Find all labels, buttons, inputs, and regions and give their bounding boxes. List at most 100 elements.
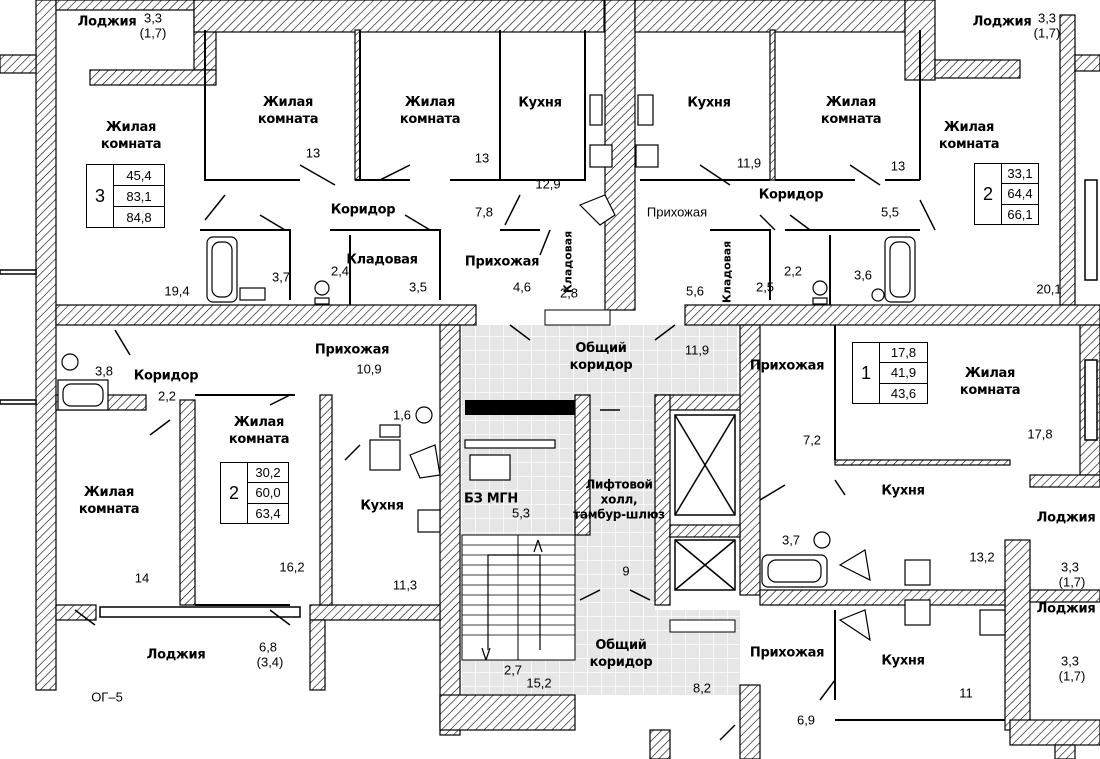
room-label: Кухня <box>881 653 925 669</box>
apartment-rooms-count: 1 <box>853 343 880 403</box>
room-area: 1,6 <box>392 407 412 423</box>
apartment-total-area: 60,0 <box>248 483 288 504</box>
room-area: 3,7 <box>271 269 291 285</box>
room-area: 3,5 <box>408 279 428 295</box>
room-label: Прихожая <box>749 358 825 374</box>
room-label: Коридор <box>330 202 396 218</box>
room-area: 11,3 <box>392 577 418 593</box>
apartment-rooms-count: 3 <box>87 165 114 227</box>
room-area: 11 <box>959 685 973 701</box>
room-area: 17,8 <box>1027 426 1053 442</box>
room-area: 19,4 <box>164 283 190 299</box>
apartment-total-area-with-loggia: 66,1 <box>1007 206 1033 222</box>
room-area: 2,2 <box>157 388 177 404</box>
apartment-total-area: 64,4 <box>1002 184 1038 205</box>
apartment-living-area: 30,2 <box>248 463 288 484</box>
apartment-summary-box: 3 45,4 83,1 84,8 <box>86 164 165 228</box>
room-label: Прихожая <box>749 645 825 661</box>
room-area: 3,8 <box>94 363 114 379</box>
room-area: 10,9 <box>356 361 382 377</box>
room-area: 3,3 <box>1060 559 1080 575</box>
apartment-rooms-count: 2 <box>221 463 248 523</box>
room-area: (1,7) <box>1058 574 1086 590</box>
room-area: (3,4) <box>256 654 284 670</box>
apartment-total-area: 83,1 <box>114 186 164 207</box>
room-label: Прихожая <box>646 204 708 220</box>
room-loggia-label: Лоджия <box>146 647 206 663</box>
room-area: 5,5 <box>880 204 900 220</box>
apartment-total-area: 41,9 <box>880 363 927 384</box>
room-label: Жилая комната <box>100 120 162 152</box>
room-label: Жилая комната <box>78 485 140 517</box>
plan-code-label: ОГ–5 <box>91 689 123 705</box>
room-label: Кладовая <box>720 240 734 304</box>
room-area: 7,8 <box>474 204 494 220</box>
room-label: Общий коридор <box>569 341 633 373</box>
room-label: Прихожая <box>464 254 540 270</box>
room-area: (1,7) <box>139 25 167 41</box>
fixtures <box>57 94 1006 642</box>
room-label: Кухня <box>881 483 925 499</box>
room-area: 13 <box>890 158 906 174</box>
apartment-summary-box: 2 33,1 64,4 66,1 <box>974 163 1039 225</box>
room-area: 15,2 <box>526 675 552 691</box>
apartment-rooms-count: 2 <box>975 164 1002 224</box>
room-area: 4,6 <box>512 279 532 295</box>
apartment-total-area-with-loggia: 43,6 <box>890 385 917 401</box>
room-area: 12,9 <box>535 176 561 192</box>
room-loggia-label: Лоджия <box>1036 601 1096 617</box>
room-area: 8,2 <box>692 680 712 696</box>
room-label: Жилая комната <box>938 120 1000 152</box>
room-label: Кладовая <box>561 230 575 294</box>
room-area: 11,9 <box>684 342 710 358</box>
room-area: 7,2 <box>802 432 822 448</box>
room-area: 3,3 <box>1037 10 1057 26</box>
room-area: 20,1 <box>1036 281 1062 297</box>
room-label: Прихожая <box>314 342 390 358</box>
apartment-living-area: 17,8 <box>880 343 927 364</box>
room-label: Лифтовой холл, тамбур-шлюз <box>573 477 665 522</box>
room-label: Кухня <box>687 95 731 111</box>
apartment-total-area-with-loggia: 63,4 <box>255 505 281 521</box>
room-area: 13,2 <box>969 549 995 565</box>
room-area: 3,3 <box>1060 653 1080 669</box>
room-label: Жилая комната <box>399 95 461 127</box>
room-label: Коридор <box>758 187 824 203</box>
room-loggia-label: Лоджия <box>77 14 137 30</box>
room-label: Жилая комната <box>257 95 319 127</box>
room-area: 16,2 <box>279 559 305 575</box>
room-area: 11,9 <box>736 155 762 171</box>
room-area: (1,7) <box>1033 25 1061 41</box>
room-area: 3,6 <box>853 267 873 283</box>
room-area: 2,7 <box>503 662 523 678</box>
room-area: 2,8 <box>559 285 579 301</box>
room-label: Жилая комната <box>959 366 1021 398</box>
apartment-living-area: 33,1 <box>1002 164 1038 185</box>
room-label: Кухня <box>518 95 562 111</box>
room-area: 13 <box>474 150 490 166</box>
room-label: БЗ МГН <box>464 491 518 507</box>
room-area: 9 <box>622 563 630 579</box>
room-area: 13 <box>305 145 321 161</box>
room-label: Коридор <box>133 368 199 384</box>
room-area: 5,6 <box>685 283 705 299</box>
room-label: Общий коридор <box>589 638 653 670</box>
room-area: (1,7) <box>1058 668 1086 684</box>
room-loggia-label: Лоджия <box>1036 510 1096 526</box>
apartment-living-area: 45,4 <box>114 165 164 186</box>
room-area: 5,3 <box>511 505 531 521</box>
room-loggia-label: Лоджия <box>972 14 1032 30</box>
room-label: Кладовая <box>346 252 418 268</box>
apartment-summary-box: 1 17,8 41,9 43,6 <box>852 342 928 404</box>
apartment-summary-box: 2 30,2 60,0 63,4 <box>220 462 289 524</box>
room-area: 2,4 <box>330 263 350 279</box>
room-area: 2,2 <box>783 263 803 279</box>
room-area: 3,3 <box>143 10 163 26</box>
apartment-total-area-with-loggia: 84,8 <box>126 209 152 225</box>
room-label: Жилая комната <box>820 95 882 127</box>
room-area: 6,8 <box>258 639 278 655</box>
room-area: 3,7 <box>781 532 801 548</box>
room-label: Кухня <box>360 498 404 514</box>
room-area: 6,9 <box>796 712 816 728</box>
